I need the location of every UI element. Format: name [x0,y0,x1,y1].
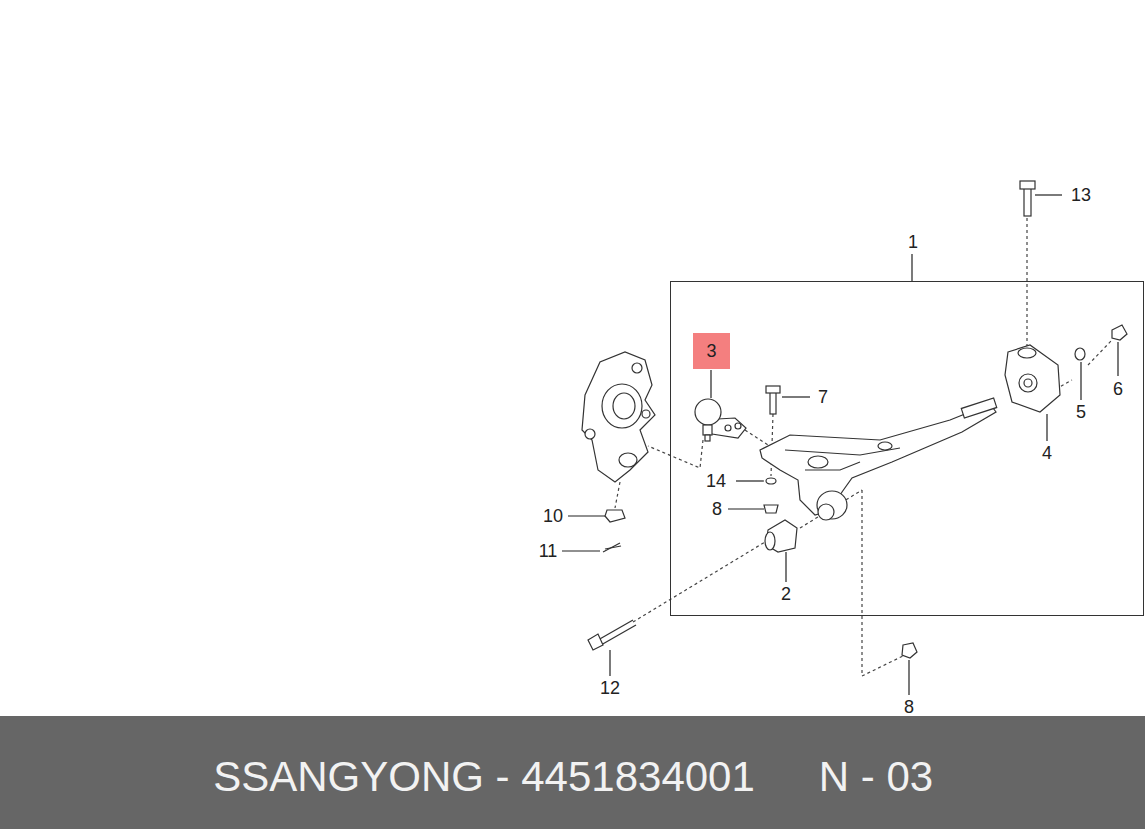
control-arm [760,398,997,520]
callout-number: 8 [904,698,914,716]
callout-number: 2 [781,585,791,603]
ball-joint [695,399,746,441]
front-bushing [765,520,797,552]
callout-number: 5 [1076,403,1086,421]
callout-number: 1 [908,233,918,251]
callout-number: 8 [712,500,722,518]
callout-number: 7 [818,388,828,406]
leader-lines [562,195,1118,695]
part-number: SSANGYONG - 4451834001 [213,756,755,798]
fasteners [588,181,1127,658]
footer-band: SSANGYONG - 4451834001 N - 03 [0,716,1145,829]
callout-number: 10 [543,507,563,525]
highlight-box: 3 [693,333,730,369]
callout-number: 13 [1071,186,1091,204]
page-code: N - 03 [819,756,933,798]
rear-bushing [1005,345,1060,412]
callout-number: 6 [1113,380,1123,398]
callout-number: 3 [706,342,716,360]
callout-number: 14 [706,472,726,490]
assembly-lines [615,218,1112,676]
callout-number: 4 [1042,444,1052,462]
callout-number: 12 [600,679,620,697]
assembly-frame: 13 [670,281,1144,616]
steering-knuckle [582,352,655,482]
callout-number: 11 [539,542,558,560]
